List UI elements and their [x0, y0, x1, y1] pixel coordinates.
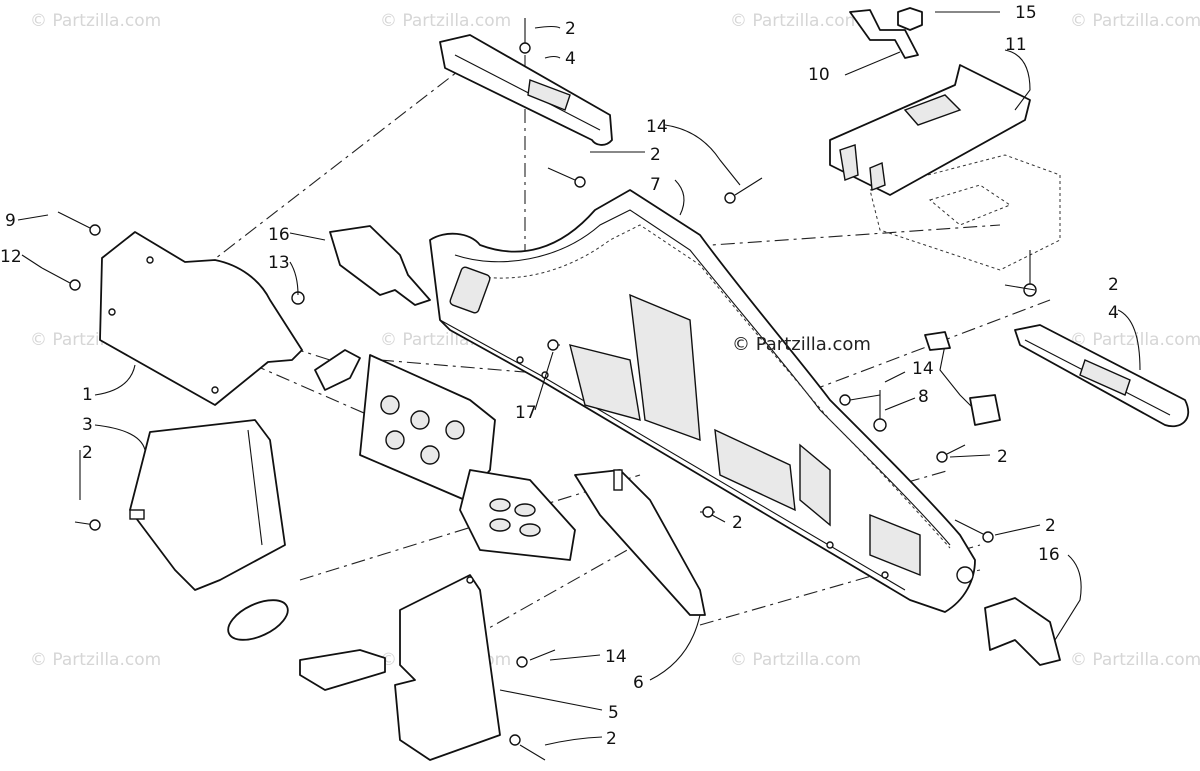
watermark-text: © Partzilla.com	[730, 650, 861, 670]
clip-part-16-left	[329, 225, 431, 306]
callout-16-left: 16	[268, 225, 290, 245]
callout-10: 10	[808, 65, 830, 85]
callout-13: 13	[268, 253, 290, 273]
callout-12: 12	[0, 247, 22, 267]
callout-5: 5	[608, 703, 619, 723]
callout-8: 8	[918, 387, 929, 407]
callout-14-mid: 14	[912, 359, 934, 379]
callout-16-right: 16	[1038, 545, 1060, 565]
support-part-6	[574, 469, 706, 616]
callout-2-frame: 2	[650, 145, 661, 165]
watermark-text: © Partzilla.com	[1070, 11, 1200, 31]
callout-7: 7	[650, 175, 661, 195]
watermark-text: © Partzilla.com	[1070, 330, 1200, 350]
callout-leaders	[17, 11, 1141, 746]
bracket-part-10	[849, 9, 919, 59]
callout-14-top: 14	[646, 117, 668, 137]
clip-part-16-right	[984, 597, 1061, 666]
callout-2-left: 2	[82, 443, 93, 463]
watermark-text: © Partzilla.com	[30, 650, 161, 670]
fasteners	[41, 18, 1037, 761]
watermark-text: © Partzilla.com	[730, 11, 861, 31]
panel-part-5	[394, 574, 501, 761]
callout-2-right: 2	[1108, 275, 1119, 295]
callout-2-mid: 2	[997, 447, 1008, 467]
callout-3: 3	[82, 415, 93, 435]
panel-part-3	[129, 419, 286, 591]
oval-cover	[227, 599, 289, 641]
bracket-part-4-top	[439, 34, 613, 146]
plate-part-11	[829, 64, 1031, 196]
callout-15: 15	[1015, 3, 1037, 23]
harness-part-8	[924, 331, 1001, 426]
callout-4: 4	[565, 49, 576, 69]
callout-9: 9	[5, 211, 16, 231]
watermark-text: © Partzilla.com	[30, 11, 161, 31]
callout-11: 11	[1005, 35, 1027, 55]
watermark-text: © Partzilla.com	[380, 11, 511, 31]
nut-part-15	[897, 7, 923, 31]
frame-part-7	[429, 189, 976, 613]
callout-17: 17	[515, 403, 537, 423]
mount-block	[314, 349, 361, 391]
panel-part-1	[99, 231, 303, 406]
center-watermark: © Partzilla.com	[732, 334, 871, 355]
callout-1: 1	[82, 385, 93, 405]
callout-2-bottom: 2	[606, 729, 617, 749]
callout-labels: 2 4 10 15 11 14 2 7 9 12 16 13 1 3 2 17 …	[0, 3, 1119, 749]
angle-bracket-small	[299, 649, 386, 691]
callout-2: 2	[565, 19, 576, 39]
bracket-part-4-right	[1014, 324, 1190, 428]
callout-4-right: 4	[1108, 303, 1119, 323]
callout-14-bottom: 14	[605, 647, 627, 667]
callout-2-center: 2	[732, 513, 743, 533]
callout-6: 6	[633, 673, 644, 693]
skid-plate	[359, 354, 576, 561]
watermark-text: © Partzilla.com	[1070, 650, 1200, 670]
callout-2-lower: 2	[1045, 516, 1056, 536]
